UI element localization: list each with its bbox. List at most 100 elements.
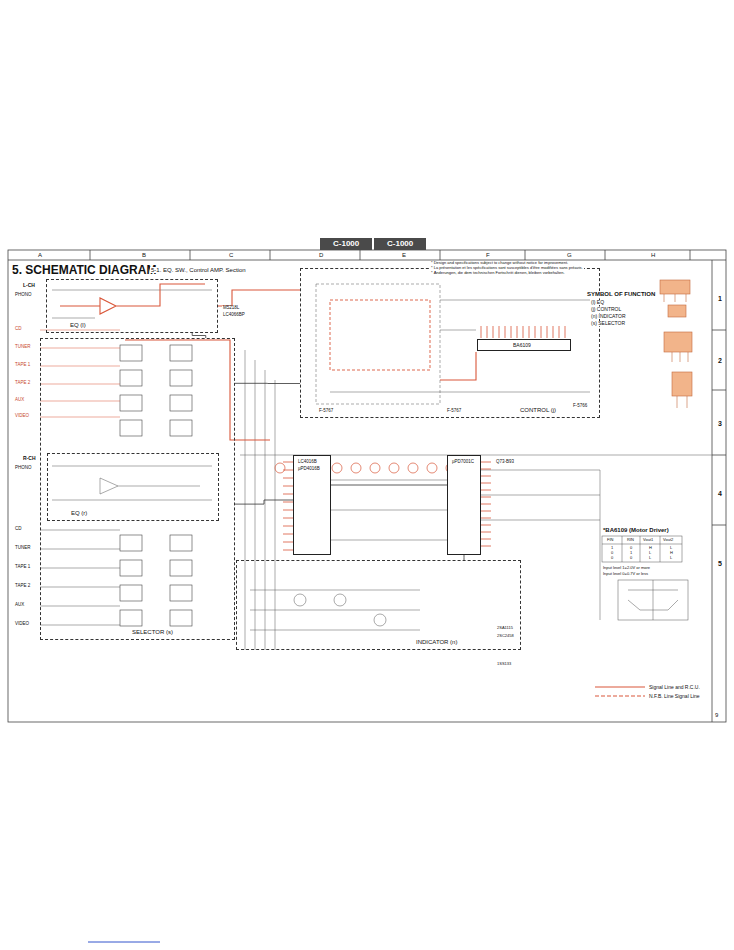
schematic-label: 3 [717, 420, 723, 427]
switch-ic [170, 610, 192, 626]
ic-pin [499, 326, 500, 338]
ic-pin [565, 326, 566, 338]
input-wire [40, 549, 120, 550]
schematic-label: 1 [629, 551, 633, 555]
ic-pin [283, 534, 293, 535]
node-label: LC4016B [297, 460, 318, 465]
schematic-label: 2 [717, 357, 723, 364]
input-wire [40, 401, 120, 402]
schematic-label: L-CH [22, 283, 36, 288]
legend-line [594, 693, 646, 699]
ic-pin [481, 504, 491, 505]
input-wire [40, 384, 120, 385]
diagram-title: 5. SCHEMATIC DIAGRAM [12, 264, 156, 276]
schematic-label: L [648, 551, 652, 555]
schematic-label: PHONO [14, 466, 33, 471]
schematic-label: Input level 0=0.7V or less [602, 572, 649, 576]
schematic-label: H [648, 546, 653, 550]
schematic-label: (l) EQ [590, 300, 605, 305]
ic-pin [523, 326, 524, 338]
transistor-symbol [370, 463, 380, 473]
legend-text: N.F.B. Line Signal Line [649, 694, 700, 699]
ic-pin [517, 326, 518, 338]
transistor-symbol [427, 463, 437, 473]
group-box: SELECTOR (s)EQ (r) [40, 338, 235, 640]
schematic-label: 0 [610, 551, 614, 555]
schematic-label: TAPE 1 [14, 565, 31, 570]
schematic-label: TAPE 1 [14, 363, 31, 368]
switch-ic [170, 560, 192, 576]
schematic-label: M5218L [222, 306, 240, 311]
schematic-label: CD [14, 327, 23, 332]
ic-pin [553, 326, 554, 338]
transistor-symbol [351, 463, 361, 473]
group-box: CONTROL (j) BA6109 [300, 268, 600, 418]
schematic-label: 1 [717, 295, 723, 302]
group-box: EQ (l) [46, 279, 218, 333]
schematic-label: FIN [606, 538, 614, 542]
switch-ic [120, 395, 142, 411]
schematic-label: L [669, 556, 673, 560]
ic-pin [283, 542, 293, 543]
schematic-label: Vout2 [662, 538, 674, 542]
switch-ic [120, 610, 142, 626]
ic-pin [283, 550, 293, 551]
schematic-label: 2SA1115 [496, 626, 514, 630]
ic-pin [481, 326, 482, 338]
schematic-label: 0 [629, 556, 633, 560]
schematic-label: 1SS133 [496, 662, 512, 666]
input-wire [40, 348, 120, 349]
ic-pin [487, 326, 488, 338]
ic-pin [481, 462, 491, 463]
input-wire [40, 330, 120, 331]
wire-connector [235, 383, 300, 384]
ic-pin [481, 469, 491, 470]
input-wire [40, 587, 120, 588]
ic-pin [283, 526, 293, 527]
schematic-label: B [141, 252, 147, 258]
schematic-label: D [318, 252, 324, 258]
switch-ic [120, 535, 142, 551]
ic-pin [511, 326, 512, 338]
schematic-label: VIDEO [14, 414, 30, 419]
node-label: µPD4016B [297, 467, 321, 472]
ic-pin [283, 502, 293, 503]
schematic-label: 0 [610, 556, 614, 560]
ic-pin [481, 511, 491, 512]
schematic-label: R-CH [22, 456, 37, 461]
schematic-label: (j) CONTROL [590, 307, 622, 312]
input-wire [40, 417, 120, 418]
ic-pin [283, 486, 293, 487]
node-label: INDICATOR (n) [415, 639, 458, 645]
schematic-label: TAPE 2 [14, 381, 31, 386]
node-label: BA6109 [512, 343, 532, 348]
ic-chip: µPD7001C [447, 455, 481, 555]
schematic-label: L [648, 556, 652, 560]
input-wire [40, 625, 120, 626]
schematic-label: Input level 1=2.0V or more [602, 566, 651, 570]
switch-ic [170, 395, 192, 411]
schematic-label: A [37, 252, 43, 258]
legend-line [594, 684, 646, 690]
schematic-label: 5-1. EQ. SW., Control AMP. Section [150, 267, 247, 273]
schematic-label: 0 [629, 546, 633, 550]
ic-pin [481, 546, 491, 547]
schematic-label: G [566, 252, 573, 258]
switch-ic [170, 420, 192, 436]
ic-pin [283, 510, 293, 511]
schematic-label: TAPE 2 [14, 584, 31, 589]
node-label: CONTROL (j) [519, 407, 557, 413]
legend-text: Signal Line and R.C.U. [649, 685, 700, 690]
node-label: µPD7001C [451, 460, 475, 465]
switch-ic [120, 345, 142, 361]
switch-ic [120, 560, 142, 576]
node-label: EQ (r) [70, 510, 88, 516]
ic-pin [283, 518, 293, 519]
switch-ic [170, 585, 192, 601]
transistor-symbol [332, 463, 342, 473]
switch-ic [120, 585, 142, 601]
group-box: INDICATOR (n) [236, 560, 521, 650]
schematic-label: E [401, 252, 407, 258]
